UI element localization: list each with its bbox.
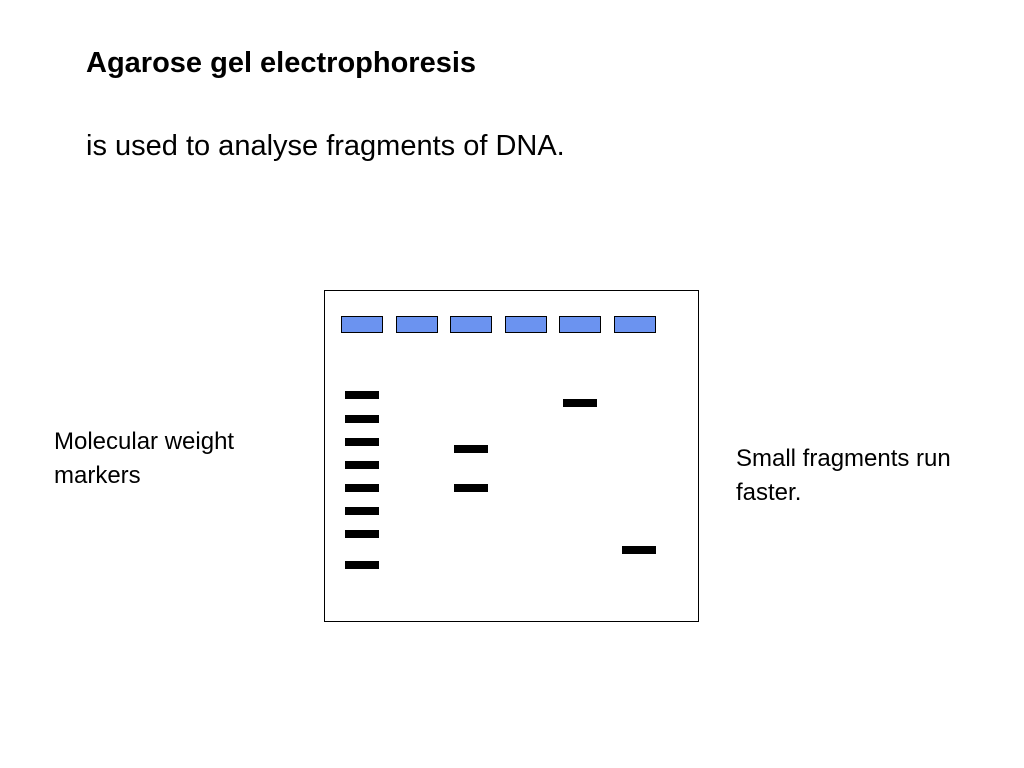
molecular-weight-markers-label: Molecular weight markers xyxy=(54,425,294,493)
band-lane-6-1 xyxy=(622,545,656,554)
well-1 xyxy=(341,316,383,333)
band-lane-1-8 xyxy=(345,561,379,570)
small-fragments-label: Small fragments run faster. xyxy=(736,442,1016,510)
band-lane-1-5 xyxy=(345,484,379,493)
band-lane-1-1 xyxy=(345,391,379,400)
band-lane-3-1 xyxy=(454,445,489,454)
slide-subtitle: is used to analyse fragments of DNA. xyxy=(86,130,565,162)
band-lane-1-3 xyxy=(345,437,379,446)
band-lane-1-4 xyxy=(345,460,379,469)
left-label-line-1: Molecular weight xyxy=(54,428,235,455)
right-label-line-1: Small fragments run xyxy=(736,445,951,472)
well-6 xyxy=(614,316,656,333)
slide-title: Agarose gel electrophoresis xyxy=(86,47,477,79)
well-4 xyxy=(504,316,547,333)
band-lane-1-2 xyxy=(345,414,379,423)
gel-diagram xyxy=(324,290,699,622)
right-label-line-2: faster. xyxy=(736,479,802,506)
well-3 xyxy=(450,316,493,333)
band-lane-3-2 xyxy=(454,484,489,493)
band-lane-1-7 xyxy=(345,530,379,539)
well-5 xyxy=(559,316,602,333)
band-lane-5-1 xyxy=(563,399,598,408)
band-lane-1-6 xyxy=(345,507,379,516)
well-2 xyxy=(395,316,438,333)
left-label-line-2: markers xyxy=(54,462,141,489)
